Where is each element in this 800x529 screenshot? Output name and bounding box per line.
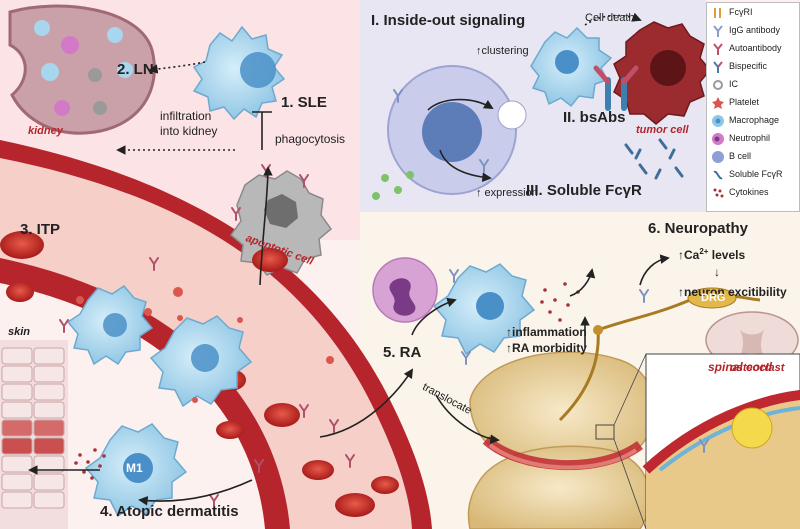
legend-label: IgG antibody bbox=[729, 25, 781, 35]
legend-item-autoantibody: Autoantibody bbox=[711, 41, 799, 57]
platelets bbox=[76, 287, 334, 403]
ra-morbidity-label: ↑RA morbidity bbox=[506, 341, 587, 355]
inside-out-nucleus bbox=[422, 102, 482, 162]
expression-label: ↑ expression bbox=[476, 187, 538, 199]
legend-item-fcgri: FcγRI bbox=[711, 5, 799, 21]
down-arrow-label: ↓ bbox=[714, 265, 720, 279]
arrow-ca bbox=[639, 254, 670, 286]
panel-ra-title: 5. RA bbox=[383, 344, 422, 361]
legend-label: B cell bbox=[729, 151, 752, 161]
panel-soluble-fcgr-title: III. Soluble FcγR bbox=[526, 182, 642, 199]
arrow-to-m1 bbox=[138, 479, 253, 506]
arrow-to-ln bbox=[148, 61, 206, 74]
neutrophil-icon bbox=[712, 133, 724, 145]
legend-item-soluble-fcgr: Soluble FcγR bbox=[711, 167, 799, 183]
igg-antibody-icon bbox=[713, 25, 723, 37]
infiltration-label-line1: infiltration bbox=[160, 109, 212, 123]
bispecific-icon bbox=[713, 61, 723, 73]
legend-item-platelet: Platelet bbox=[711, 95, 799, 111]
drg-ganglion bbox=[687, 287, 737, 309]
legend-label: IC bbox=[729, 79, 738, 89]
immune-complex-icon bbox=[713, 80, 723, 90]
legend-label: Platelet bbox=[729, 97, 760, 107]
legend-item-b-cell: B cell bbox=[711, 149, 799, 165]
inflammation-label: ↑inflammation bbox=[506, 325, 587, 339]
arrow-expression bbox=[439, 149, 492, 183]
tumor-cell-label: tumor cell bbox=[636, 124, 689, 136]
phagocytosis-label: phagocytosis bbox=[275, 132, 346, 146]
legend-label: FcγRI bbox=[729, 7, 753, 17]
cytokines-icon bbox=[713, 188, 724, 198]
autoantibody-icon bbox=[713, 43, 723, 55]
soluble-fcgr-shapes bbox=[624, 138, 684, 180]
legend: FcγRI IgG antibody Autoantibody Bispecif… bbox=[706, 2, 800, 212]
ca-levels-label: ↑Ca2+ levels bbox=[678, 247, 746, 262]
arrow-translocate bbox=[435, 394, 500, 445]
arrow-to-ra bbox=[319, 368, 414, 438]
m1-label: M1 bbox=[126, 461, 143, 475]
b-cell-icon bbox=[712, 151, 724, 163]
osteoclast-cell bbox=[731, 407, 773, 449]
panel-ln-title: 2. LN bbox=[117, 61, 154, 78]
arrows bbox=[28, 12, 670, 506]
legend-item-cytokines: Cytokines bbox=[711, 185, 799, 201]
panel-neuropathy-title: 6. Neuropathy bbox=[648, 220, 749, 237]
sle-macrophage bbox=[192, 25, 286, 121]
panel-bsabs-title: II. bsAbs bbox=[563, 109, 626, 126]
legend-label: Autoantibody bbox=[729, 43, 782, 53]
arrow-apoptotic-up bbox=[259, 166, 273, 286]
soluble-fcgr-icon bbox=[713, 170, 723, 180]
legend-label: Bispecific bbox=[729, 61, 768, 71]
cytokine-dots-skin bbox=[74, 448, 106, 480]
legend-label: Soluble FcγR bbox=[729, 169, 783, 179]
panel-itp-title: 3. ITP bbox=[20, 221, 61, 238]
osteoclast-label: osteoclast bbox=[730, 362, 785, 374]
cell-death-label: Cell death bbox=[585, 12, 635, 24]
panel-inside-out-title: I. Inside-out signaling bbox=[371, 12, 526, 29]
legend-item-igg: IgG antibody bbox=[711, 23, 799, 39]
spinal-cord-label: spinal cord bbox=[708, 360, 773, 374]
legend-label: Macrophage bbox=[729, 115, 780, 125]
legend-item-ic: IC bbox=[711, 77, 799, 93]
legend-label: Cytokines bbox=[729, 187, 769, 197]
cytokine-dots-ra bbox=[540, 282, 580, 322]
macrophage-icon bbox=[712, 115, 724, 127]
legend-item-bispecific: Bispecific bbox=[711, 59, 799, 75]
panel-atopic-title: 4. Atopic dermatitis bbox=[100, 503, 239, 520]
legend-label: Neutrophil bbox=[729, 133, 771, 143]
joint-lower-bone bbox=[467, 445, 651, 529]
legend-item-macrophage: Macrophage bbox=[711, 113, 799, 129]
fcgr-receptor-icon bbox=[714, 8, 721, 18]
arrow-clustering bbox=[427, 98, 494, 111]
neuron-excitibility-label: ↑neuron excitibility bbox=[678, 285, 787, 299]
legend-item-neutrophil: Neutrophil bbox=[711, 131, 799, 147]
drg-label: DRG bbox=[701, 292, 726, 304]
vessel-wall-upper bbox=[0, 140, 432, 529]
platelet-icon bbox=[712, 97, 724, 109]
igg-scattered bbox=[393, 89, 709, 453]
kidney-label: kidney bbox=[28, 125, 63, 137]
infiltration-label-line2: into kidney bbox=[160, 124, 218, 138]
clustering-label: ↑clustering bbox=[476, 45, 529, 57]
arrow-ra-macrophage bbox=[411, 297, 457, 336]
skin-label: skin bbox=[8, 326, 31, 338]
panel-sle-title: 1. SLE bbox=[281, 94, 327, 111]
arrow-cytokine-down bbox=[569, 268, 596, 297]
